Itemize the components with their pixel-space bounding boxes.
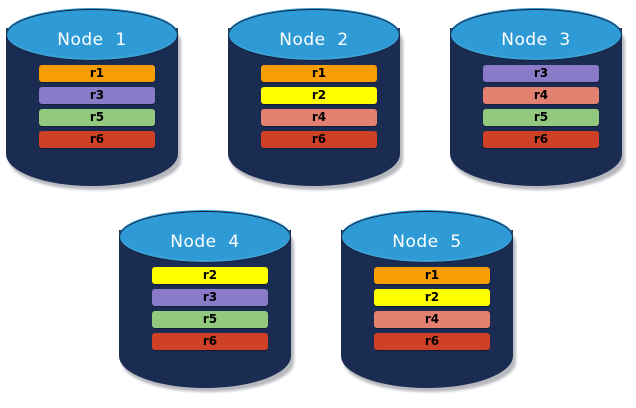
replica-bar[interactable]: r3 (152, 289, 268, 306)
node-3[interactable]: Node 3 r3 r4 r5 r6 (450, 8, 625, 190)
replica-bar[interactable]: r2 (374, 289, 490, 306)
node-label: Node 3 (501, 30, 571, 50)
replica-bar[interactable]: r5 (483, 109, 599, 126)
replica-bar[interactable]: r2 (261, 87, 377, 104)
cylinder-top-face (228, 8, 400, 60)
replica-bar[interactable]: r4 (374, 311, 490, 328)
node-1[interactable]: Node 1 r1 r3 r5 r6 (6, 8, 181, 190)
replica-bar[interactable]: r5 (39, 109, 155, 126)
cylinder-top-face (6, 8, 178, 60)
replica-bar[interactable]: r6 (152, 333, 268, 350)
replica-bar[interactable]: r1 (39, 65, 155, 82)
node-4[interactable]: Node 4 r2 r3 r5 r6 (119, 210, 294, 392)
node-2[interactable]: Node 2 r1 r2 r4 r6 (228, 8, 403, 190)
replica-bar[interactable]: r4 (483, 87, 599, 104)
replica-list: r1 r2 r4 r6 (374, 267, 490, 350)
node-label: Node 2 (279, 30, 349, 50)
replica-bar[interactable]: r6 (261, 131, 377, 148)
replica-bar[interactable]: r6 (374, 333, 490, 350)
replica-bar[interactable]: r6 (483, 131, 599, 148)
replica-bar[interactable]: r4 (261, 109, 377, 126)
cylinder-top-face (119, 210, 291, 262)
replica-list: r1 r3 r5 r6 (39, 65, 155, 148)
replica-list: r2 r3 r5 r6 (152, 267, 268, 350)
node-label: Node 4 (170, 232, 240, 252)
replica-bar[interactable]: r3 (39, 87, 155, 104)
replica-bar[interactable]: r1 (261, 65, 377, 82)
replica-bar[interactable]: r2 (152, 267, 268, 284)
replica-bar[interactable]: r6 (39, 131, 155, 148)
replica-bar[interactable]: r3 (483, 65, 599, 82)
node-5[interactable]: Node 5 r1 r2 r4 r6 (341, 210, 516, 392)
replica-list: r3 r4 r5 r6 (483, 65, 599, 148)
replica-bar[interactable]: r1 (374, 267, 490, 284)
cylinder-top-face (450, 8, 622, 60)
node-label: Node 1 (57, 30, 127, 50)
replica-list: r1 r2 r4 r6 (261, 65, 377, 148)
node-label: Node 5 (392, 232, 462, 252)
replica-bar[interactable]: r5 (152, 311, 268, 328)
cylinder-top-face (341, 210, 513, 262)
